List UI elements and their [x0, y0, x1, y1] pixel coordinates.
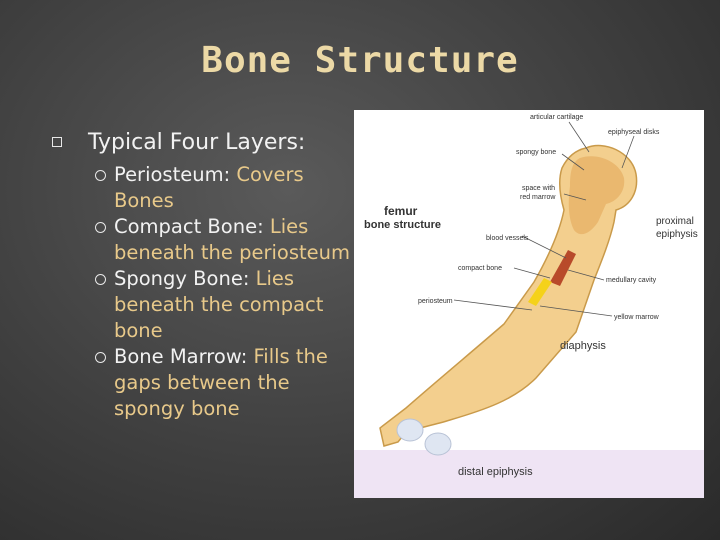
circle-bullet-icon — [95, 274, 106, 285]
slide-title: Bone Structure — [201, 40, 519, 81]
figure-title-line1: femur — [384, 204, 418, 218]
bullet-heading: Typical Four Layers: — [50, 128, 350, 158]
femur-diagram: distal epiphysis femur bone structure — [354, 110, 704, 498]
bullet-heading-text: Typical Four Layers: — [88, 130, 306, 155]
bullet-item: Compact Bone: Lies beneath the periosteu… — [50, 214, 350, 266]
bullet-term: Periosteum: — [114, 163, 237, 186]
red-marrow — [550, 250, 576, 286]
bullet-desc: Lies beneath the compact bone — [114, 267, 324, 342]
figure-title-line2: bone structure — [364, 219, 441, 231]
label-proximal-2: epiphysis — [656, 229, 698, 240]
label-spongy-bone: spongy bone — [516, 149, 556, 156]
label-articular-cartilage: articular cartilage — [530, 114, 583, 121]
label-blood-vessels: blood vessels — [486, 235, 529, 242]
circle-bullet-icon — [95, 170, 106, 181]
bullet-desc: Lies beneath the periosteum — [114, 215, 350, 264]
label-proximal-1: proximal — [656, 216, 694, 227]
label-compact-bone: compact bone — [458, 265, 502, 272]
square-bullet-icon — [52, 137, 62, 147]
condyle-cartilage-right — [424, 432, 452, 456]
label-space-marrow-2: red marrow — [520, 194, 556, 201]
yellow-marrow — [528, 278, 552, 306]
label-distal-epiphysis: distal epiphysis — [458, 466, 533, 478]
circle-bullet-icon — [95, 352, 106, 363]
bullet-list: Typical Four Layers: Periosteum: Covers … — [50, 128, 350, 422]
femur-illustration: distal epiphysis femur bone structure — [354, 114, 704, 498]
label-periosteum: periosteum — [418, 298, 453, 305]
leader-lines — [453, 121, 635, 317]
label-diaphysis: diaphysis — [560, 340, 606, 352]
bullet-term: Bone Marrow: — [114, 345, 254, 368]
bullet-item: Periosteum: Covers Bones — [50, 162, 350, 214]
label-medullary-cavity: medullary cavity — [606, 277, 657, 284]
label-yellow-marrow: yellow marrow — [614, 314, 660, 321]
circle-bullet-icon — [95, 222, 106, 233]
bullet-desc: Fills the gaps between the spongy bone — [114, 345, 328, 420]
spongy-bone-region — [568, 156, 625, 235]
condyle-cartilage-left — [396, 418, 424, 442]
distal-band — [354, 450, 704, 498]
bullet-term: Compact Bone: — [114, 215, 270, 238]
label-epiphyseal-disks: epiphyseal disks — [608, 129, 660, 136]
bullet-desc: Covers Bones — [114, 163, 304, 212]
bullet-item: Spongy Bone: Lies beneath the compact bo… — [50, 266, 350, 344]
bullet-term: Spongy Bone: — [114, 267, 256, 290]
bullet-item: Bone Marrow: Fills the gaps between the … — [50, 344, 350, 422]
label-space-marrow-1: space with — [522, 185, 555, 192]
